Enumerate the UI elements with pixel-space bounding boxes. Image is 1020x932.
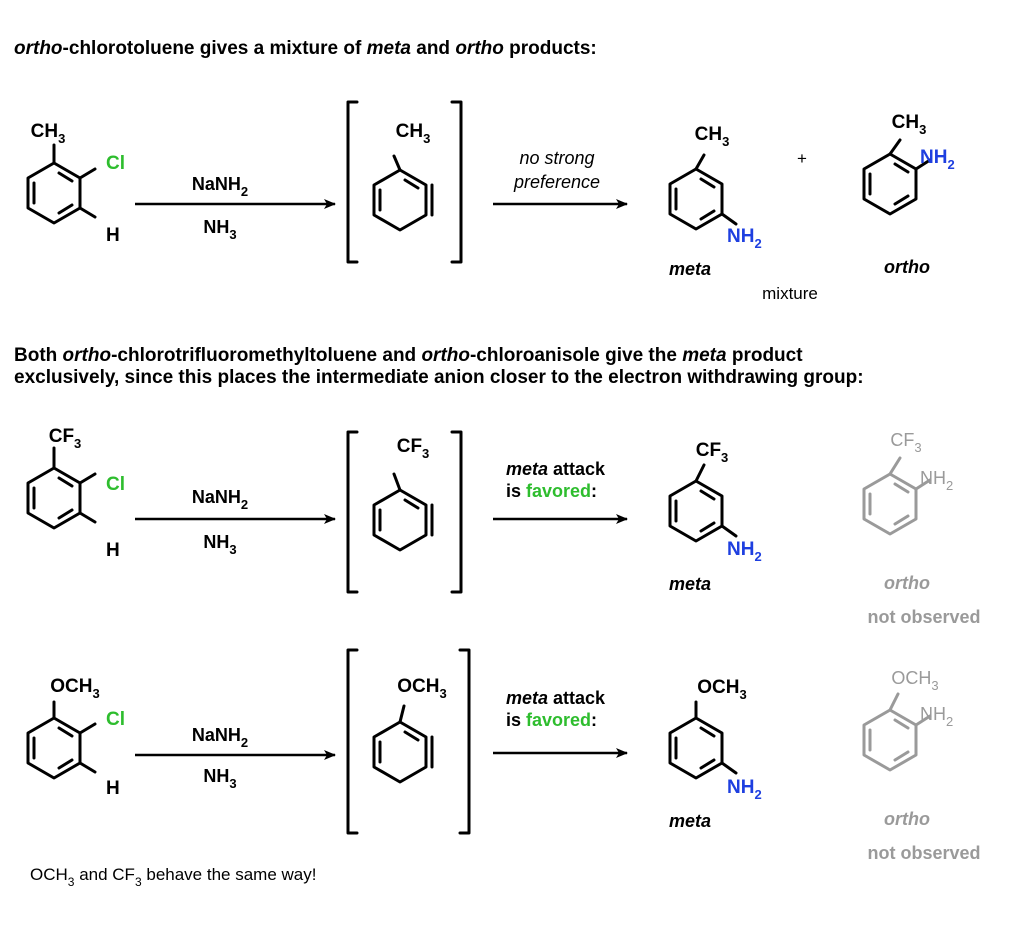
left-bracket	[346, 100, 359, 264]
right-bracket	[458, 648, 471, 835]
start-ortho-chloroanisole: OCH3 Cl H	[26, 676, 125, 799]
meta-cf3-label: CF3	[696, 440, 729, 465]
start-cf3-chlorobenzene: CF3 Cl H	[26, 426, 125, 561]
intermediate-methyl-label: CH3	[396, 121, 431, 146]
plus-sign: +	[797, 149, 807, 168]
cf3-benzyne-intermediate: CF3	[346, 430, 463, 594]
mixture-label: mixture	[762, 284, 818, 303]
reagent-top: NaNH2	[192, 487, 248, 512]
reagent-bottom: NH3	[203, 217, 236, 242]
section2-heading-line1: Both ortho-chlorotrifluoromethyltoluene …	[14, 345, 803, 366]
meta-toluidine-product: CH3 NH2 meta	[668, 124, 762, 279]
hydrogen-label: H	[106, 540, 120, 561]
methyl-label: CH3	[31, 121, 66, 146]
hydrogen-label: H	[106, 225, 120, 246]
meta-amine-label: NH2	[727, 777, 762, 802]
meta-amine-label: NH2	[727, 539, 762, 564]
meta-product-label: meta	[669, 259, 711, 279]
meta-amine-label: NH2	[727, 226, 762, 251]
meta-cf3-aniline-product: CF3 NH2 meta	[668, 440, 762, 594]
ortho-amine-label: NH2	[920, 147, 955, 172]
benzene-ring	[26, 143, 97, 225]
section1-heading: ortho-chlorotoluene gives a mixture of m…	[14, 38, 597, 59]
meta-product-label: meta	[669, 811, 711, 831]
preference-note-line2: preference	[513, 172, 600, 192]
ortho-amine-label: NH2	[920, 468, 953, 493]
favored-note: is favored:	[506, 481, 597, 501]
meta-methoxy-label: OCH3	[697, 677, 746, 702]
intermediate-cf3-label: CF3	[397, 436, 430, 461]
ortho-product-label: ortho	[884, 573, 930, 593]
ortho-toluidine-product: CH3 NH2 ortho	[862, 112, 955, 277]
meta-attack-note: meta attack	[506, 688, 606, 708]
reagent-bottom: NH3	[203, 766, 236, 791]
not-observed-label: not observed	[867, 843, 980, 863]
right-bracket	[450, 100, 463, 264]
benzyne-intermediate: CH3	[346, 100, 463, 264]
ortho-amine-label: NH2	[920, 704, 953, 729]
ortho-methoxy-label: OCH3	[891, 668, 938, 693]
reagent-bottom: NH3	[203, 532, 236, 557]
favored-note: is favored:	[506, 710, 597, 730]
ortho-product-label: ortho	[884, 257, 930, 277]
ortho-anisidine-not-observed: OCH3 NH2 ortho not observed	[862, 668, 981, 863]
meta-attack-note: meta attack	[506, 459, 606, 479]
right-bracket	[450, 430, 463, 594]
chlorine-label: Cl	[106, 153, 125, 174]
ortho-product-label: ortho	[884, 809, 930, 829]
intermediate-methoxy-label: OCH3	[397, 676, 446, 701]
start-ortho-chlorotoluene: CH3 Cl H	[26, 121, 125, 246]
reagent-top: NaNH2	[192, 174, 248, 199]
footer-note: OCH3 and CF3 behave the same way!	[30, 865, 316, 889]
preference-note-line1: no strong	[519, 148, 594, 168]
methoxy-label: OCH3	[50, 676, 99, 701]
ortho-cf3-label: CF3	[890, 430, 921, 455]
reagent-top: NaNH2	[192, 725, 248, 750]
meta-methyl-label: CH3	[695, 124, 730, 149]
hydrogen-label: H	[106, 778, 120, 799]
cf3-label: CF3	[49, 426, 82, 451]
chlorine-label: Cl	[106, 709, 125, 730]
chlorine-label: Cl	[106, 474, 125, 495]
ortho-cf3-aniline-not-observed: CF3 NH2 ortho not observed	[862, 430, 981, 627]
meta-anisidine-product: OCH3 NH2 meta	[668, 677, 762, 831]
methoxy-benzyne-intermediate: OCH3	[346, 648, 471, 835]
meta-product-label: meta	[669, 574, 711, 594]
left-bracket	[346, 648, 359, 835]
not-observed-label: not observed	[867, 607, 980, 627]
section2-heading-line2: exclusively, since this places the inter…	[14, 367, 864, 388]
left-bracket	[346, 430, 359, 594]
ortho-methyl-label: CH3	[892, 112, 927, 137]
